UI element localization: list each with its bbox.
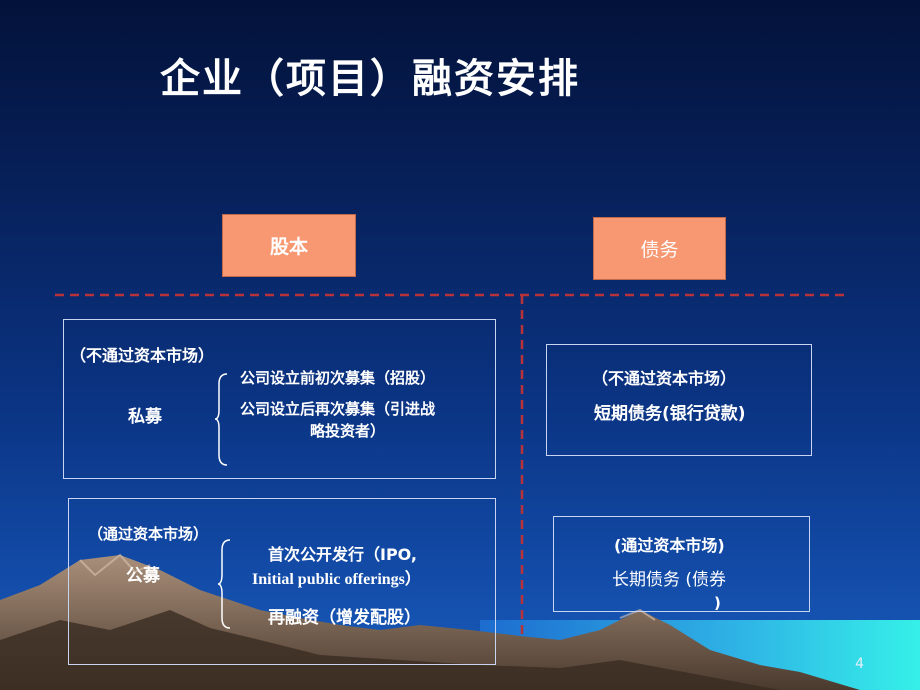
short-debt-label: 短期债务(银行贷款) [594, 404, 746, 424]
public-item-1: 首次公开发行（IPO, [268, 545, 418, 564]
short-debt-channel: （不通过资本市场） [592, 369, 737, 388]
page-number: 4 [855, 656, 864, 672]
debt-label: 债务 [640, 239, 679, 261]
private-placement-box [63, 319, 496, 479]
private-item-3: 略投资者） [310, 422, 386, 440]
private-item-1: 公司设立前初次募集（招股） [240, 369, 436, 387]
long-debt-label: 长期债务 (债券 [612, 570, 727, 590]
long-term-debt-box [553, 516, 810, 612]
long-debt-label-cont: ) [714, 594, 721, 612]
public-offering-label: 公募 [126, 566, 160, 586]
public-brace [218, 539, 231, 629]
public-offering-box [68, 498, 496, 665]
private-item-2: 公司设立后再次募集（引进战 [240, 400, 436, 418]
public-channel: （通过资本市场） [88, 525, 209, 543]
short-term-debt-box [546, 344, 812, 456]
long-debt-channel: (通过资本市场) [614, 536, 725, 555]
private-placement-label: 私募 [128, 407, 162, 427]
private-brace [215, 373, 228, 466]
debt-category-box: 债务 [593, 217, 726, 280]
slide-title: 企业（项目）融资安排 [160, 56, 580, 102]
public-item-2: Initial public offerings） [252, 571, 421, 588]
private-channel: （不通过资本市场） [70, 346, 215, 365]
equity-label: 股本 [269, 236, 308, 258]
equity-category-box: 股本 [222, 214, 356, 277]
public-item-3: 再融资（增发配股） [268, 608, 421, 628]
